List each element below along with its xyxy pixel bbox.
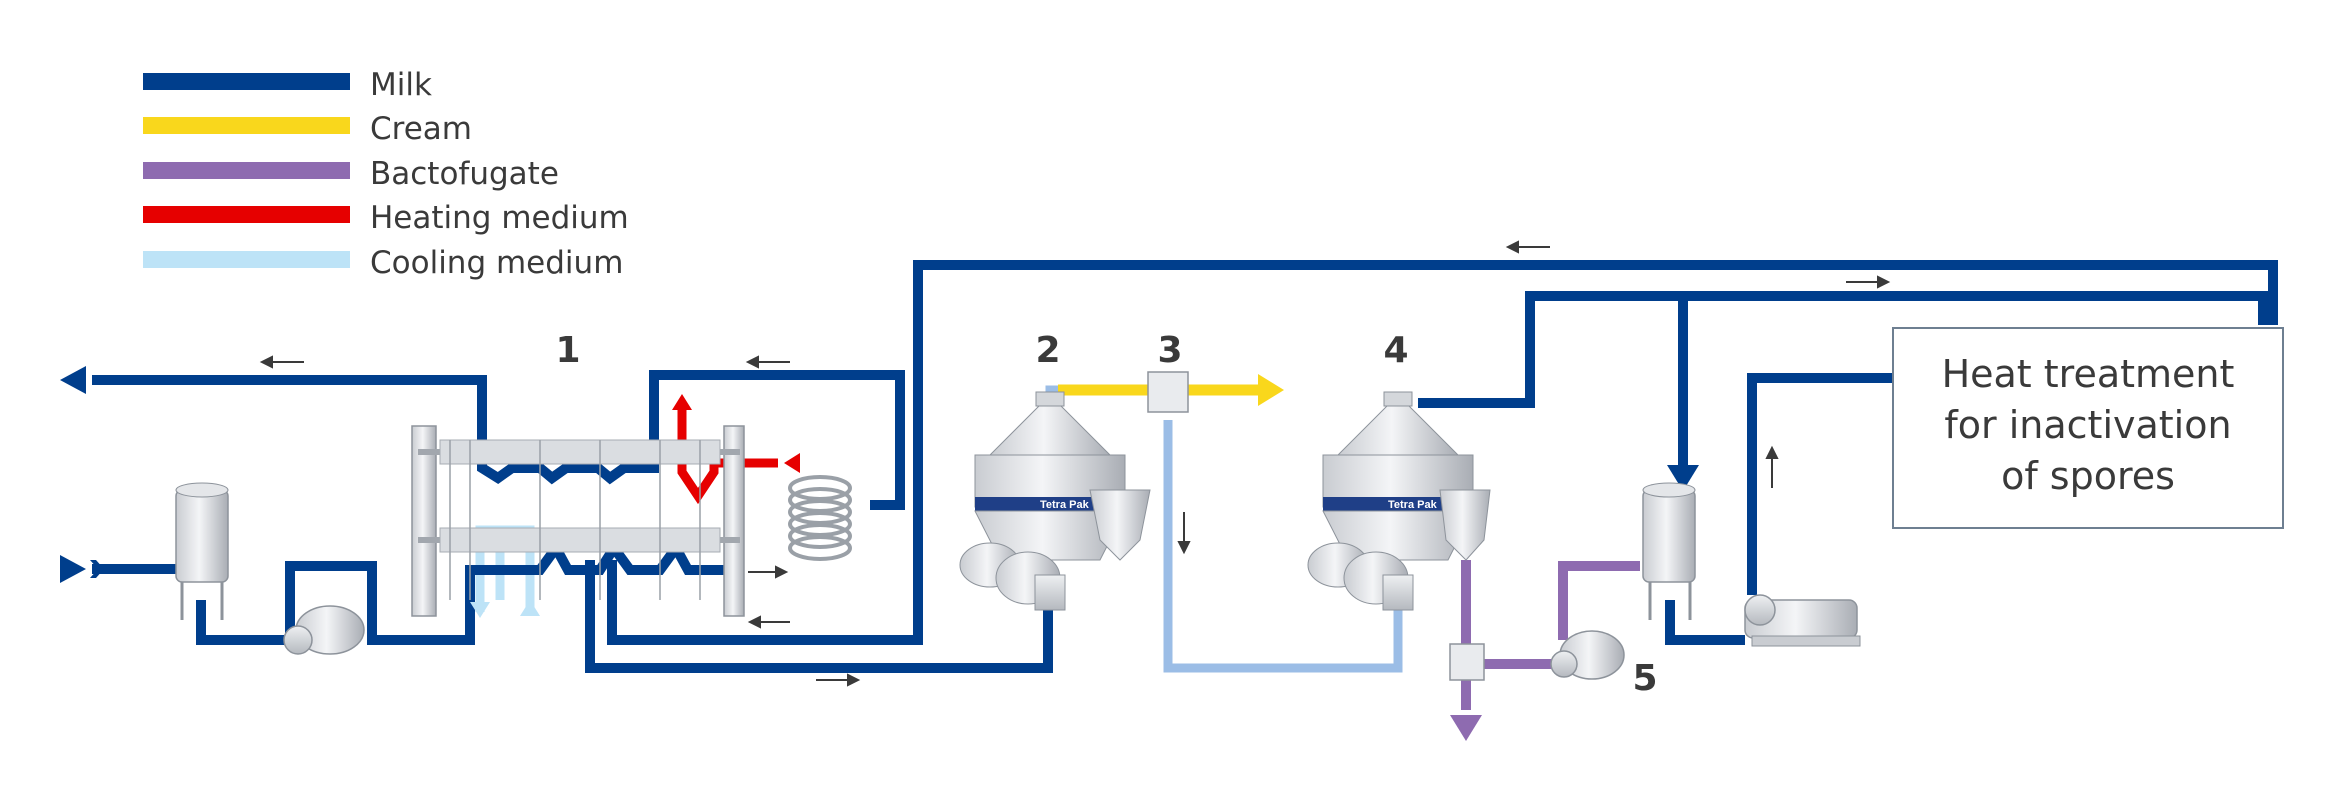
step-number-4: 4	[1383, 330, 1408, 371]
heating-out-arrow-icon	[672, 394, 692, 410]
legend-label-cream: Cream	[370, 111, 472, 147]
milk-outlet-pipe	[92, 370, 905, 510]
brand-label: Tetra Pak	[1388, 499, 1438, 511]
pump-icon	[1550, 630, 1625, 680]
legend-item-cream: Cream	[143, 111, 472, 147]
inlet-chevron-icon	[90, 560, 104, 578]
direction-arrow-icon	[259, 355, 304, 369]
legend-item-heating: Heating medium	[143, 200, 629, 236]
direction-arrow-icon	[1765, 445, 1779, 488]
direction-arrow-icon	[745, 355, 790, 369]
milk-separator-4-outlet	[1418, 291, 2268, 408]
legend-item-milk: Milk	[143, 67, 432, 103]
tank-icon	[1642, 482, 1696, 620]
step-number-2: 2	[1035, 330, 1060, 371]
heat-treatment-box: Heat treatment for inactivation of spore…	[1892, 327, 2284, 529]
direction-arrow-icon	[816, 673, 861, 687]
heating-in-arrow-icon	[784, 453, 800, 473]
skim-milk-pipe-3-4	[1163, 420, 1403, 673]
legend-swatch-bactofugate	[143, 162, 350, 179]
heat-box-line-2: for inactivation	[1944, 403, 2231, 447]
bactofugate-pipe	[1461, 560, 1640, 710]
heat-box-line-1: Heat treatment	[1942, 352, 2235, 396]
legend-swatch-milk	[143, 73, 350, 90]
milk-heat-box-return	[1747, 373, 1893, 595]
outlet-arrow-icon	[60, 366, 86, 394]
legend: Milk Cream Bactofugate Heating medium Co…	[143, 67, 629, 281]
heat-box-line-3: of spores	[2001, 454, 2175, 498]
tank-5-inlet-arrow-icon	[1667, 465, 1699, 491]
milk-tank-to-pump	[196, 600, 290, 645]
pump-icon	[1744, 594, 1861, 647]
direction-arrow-icon	[748, 565, 789, 579]
legend-label-cooling: Cooling medium	[370, 245, 623, 281]
legend-label-heating: Heating medium	[370, 200, 629, 236]
bactofuge-icon: Tetra Pak	[1307, 391, 1491, 611]
step-number-5: 5	[1632, 658, 1657, 699]
legend-item-cooling: Cooling medium	[143, 245, 623, 281]
holding-coil-icon	[788, 475, 852, 561]
step-number-3: 3	[1157, 330, 1182, 371]
valve-icon	[1449, 643, 1485, 681]
pump-icon	[283, 605, 365, 655]
valve-icon	[1147, 371, 1189, 413]
legend-label-milk: Milk	[370, 67, 432, 103]
cooling-out-arrow-icon	[470, 602, 490, 618]
tank-icon	[175, 482, 229, 620]
milk-tank-5-to-pump	[1665, 600, 1745, 645]
step-number-1: 1	[555, 330, 580, 371]
plate-heat-exchanger-icon	[411, 425, 745, 617]
inlet-arrow-icon	[60, 555, 86, 583]
cream-outlet-arrow-icon	[1258, 374, 1284, 406]
flow-arrows	[60, 240, 1891, 741]
direction-arrow-icon	[1505, 240, 1550, 254]
brand-label: Tetra Pak	[1040, 499, 1090, 511]
milk-pump-to-hx	[285, 538, 743, 645]
milk-hx-to-separator-2	[585, 560, 1053, 673]
direction-arrow-icon	[747, 615, 790, 629]
direction-arrow-icon	[1177, 512, 1191, 555]
legend-swatch-cream	[143, 117, 350, 134]
centrifuge-separator-icon: Tetra Pak	[959, 391, 1151, 611]
legend-swatch-cooling	[143, 251, 350, 268]
bactofugate-outlet-arrow-icon	[1450, 715, 1482, 741]
legend-label-bactofugate: Bactofugate	[370, 156, 559, 192]
cooling-in-arrow-icon	[520, 600, 540, 616]
direction-arrow-icon	[1846, 275, 1891, 289]
legend-swatch-heating	[143, 206, 350, 223]
legend-item-bactofugate: Bactofugate	[143, 156, 559, 192]
milk-return-pipe	[607, 260, 2278, 645]
